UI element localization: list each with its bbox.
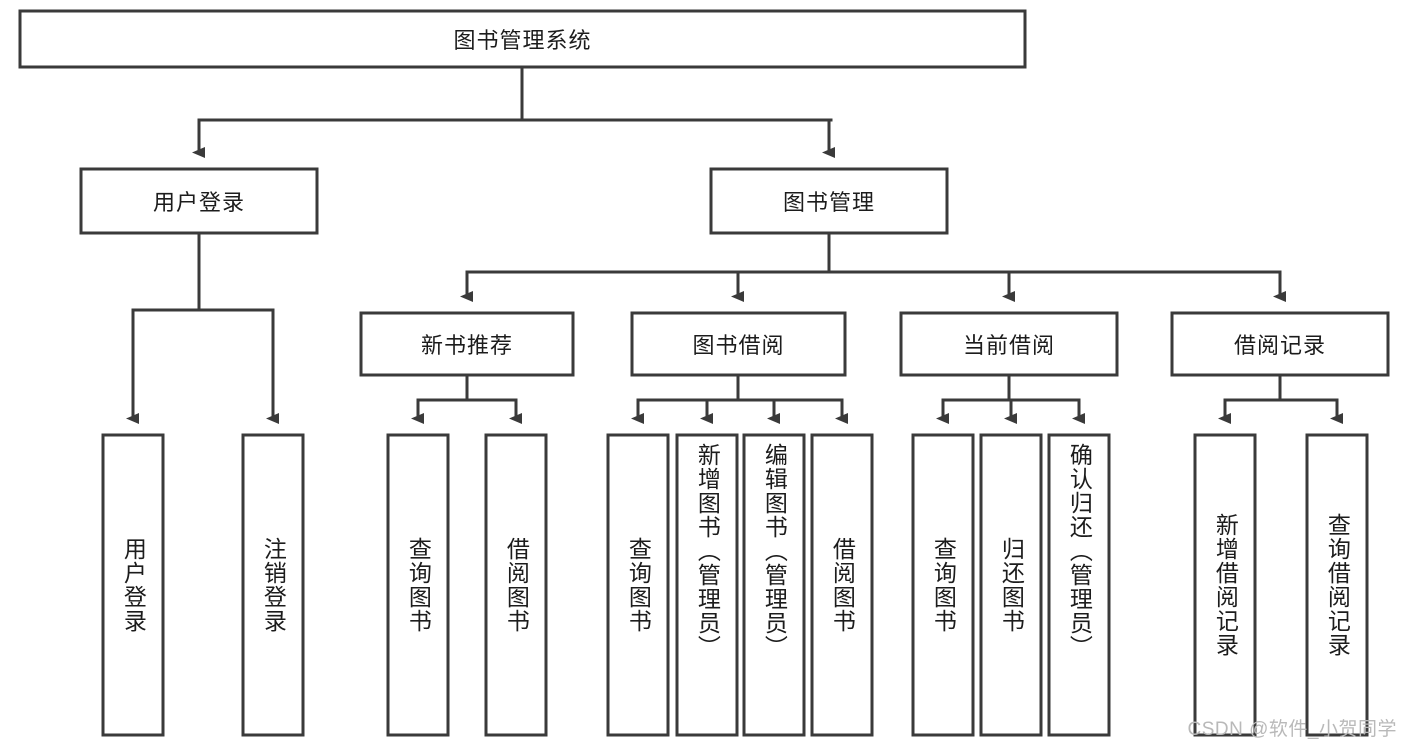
- node-box-leaf-8: [911, 433, 975, 737]
- node-box-current-borrow: [899, 311, 1119, 377]
- watermark-label: CSDN @软件_小贺同学: [1187, 719, 1397, 740]
- connector-borrow-to-leaves: [631, 373, 848, 424]
- node-box-leaf-10: [1047, 433, 1111, 737]
- node-box-book-borrow: [630, 311, 847, 377]
- node-box-leaf-3: [484, 433, 548, 737]
- node-box-borrow-record: [1170, 311, 1390, 377]
- node-box-leaf-0: [101, 433, 165, 737]
- node-box-leaf-7: [810, 433, 874, 737]
- node-box-leaf-2: [386, 433, 450, 737]
- node-box-leaf-9: [979, 433, 1043, 737]
- node-box-new-book-recommend: [359, 311, 575, 377]
- node-box-user-login: [79, 167, 319, 235]
- node-box-leaf-1: [241, 433, 305, 737]
- connector-book-mgmt-to-level2: [460, 231, 1286, 302]
- node-box-leaf-11: [1193, 433, 1257, 737]
- node-box-leaf-5: [675, 433, 739, 737]
- node-box-leaf-6: [742, 433, 806, 737]
- connector-current-to-leaves: [936, 373, 1085, 424]
- node-box-root: [18, 9, 1027, 69]
- connector-newbook-to-leaves: [411, 373, 522, 424]
- connector-user-login-to-leaves: [126, 231, 279, 424]
- node-box-leaf-12: [1305, 433, 1369, 737]
- connector-root-to-level1: [192, 65, 835, 158]
- node-box-book-mgmt: [709, 167, 949, 235]
- connector-records-to-leaves: [1218, 373, 1343, 424]
- node-box-leaf-4: [606, 433, 670, 737]
